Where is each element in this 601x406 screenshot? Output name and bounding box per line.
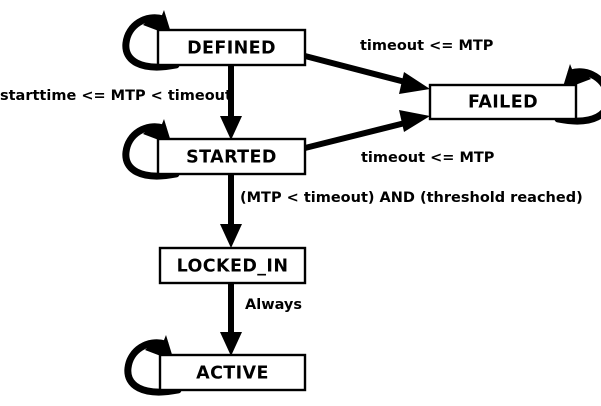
started-to-failed-line — [304, 119, 410, 151]
transition-locked-in-to-active — [220, 283, 242, 356]
transition-defined-to-failed — [304, 53, 430, 94]
locked-in-to-active-arrowhead — [220, 332, 242, 356]
edge-label-timeout-condition-bottom: timeout <= MTP — [361, 150, 495, 166]
state-node-active[interactable]: ACTIVE — [158, 353, 307, 392]
defined-to-started-arrowhead — [220, 116, 242, 140]
defined-to-failed-arrowhead — [399, 72, 430, 94]
active-self-loop-path — [124, 339, 182, 396]
state-locked-in-label: LOCKED_IN — [177, 257, 289, 277]
state-started-rect[interactable] — [156, 137, 307, 176]
failed-self-loop-arrowhead — [562, 64, 591, 90]
edge-label-timeout-condition-top: timeout <= MTP — [360, 38, 494, 54]
state-active-label: ACTIVE — [196, 364, 269, 384]
defined-self-loop-path — [122, 14, 180, 71]
edge-label-always: Always — [245, 297, 302, 313]
transition-started-to-locked-in — [220, 174, 242, 248]
state-locked-in-rect[interactable] — [158, 246, 307, 285]
edge-label-threshold-condition: (MTP < timeout) AND (threshold reached) — [240, 190, 583, 206]
transition-started-to-failed — [304, 110, 430, 151]
state-started-label: STARTED — [186, 148, 277, 168]
state-defined-rect[interactable] — [156, 28, 307, 67]
started-to-locked-in-arrowhead — [220, 224, 242, 248]
state-node-failed[interactable]: FAILED — [428, 83, 578, 121]
defined-to-failed-line — [304, 53, 410, 86]
state-failed-label: FAILED — [468, 93, 538, 113]
started-self-loop-path — [122, 123, 180, 180]
failed-self-loop-path — [554, 68, 601, 125]
state-active-rect[interactable] — [158, 353, 307, 392]
transition-failed-self-loop — [554, 64, 601, 125]
state-failed-rect[interactable] — [428, 83, 578, 121]
state-node-locked-in[interactable]: LOCKED_IN — [158, 246, 307, 285]
state-node-started[interactable]: STARTED — [156, 137, 307, 176]
started-to-failed-arrowhead — [399, 110, 430, 132]
transition-defined-to-started — [220, 65, 242, 140]
state-defined-label: DEFINED — [187, 39, 276, 59]
edge-label-starttime-condition: starttime <= MTP < timeout — [0, 88, 232, 104]
state-node-defined[interactable]: DEFINED — [156, 28, 307, 67]
